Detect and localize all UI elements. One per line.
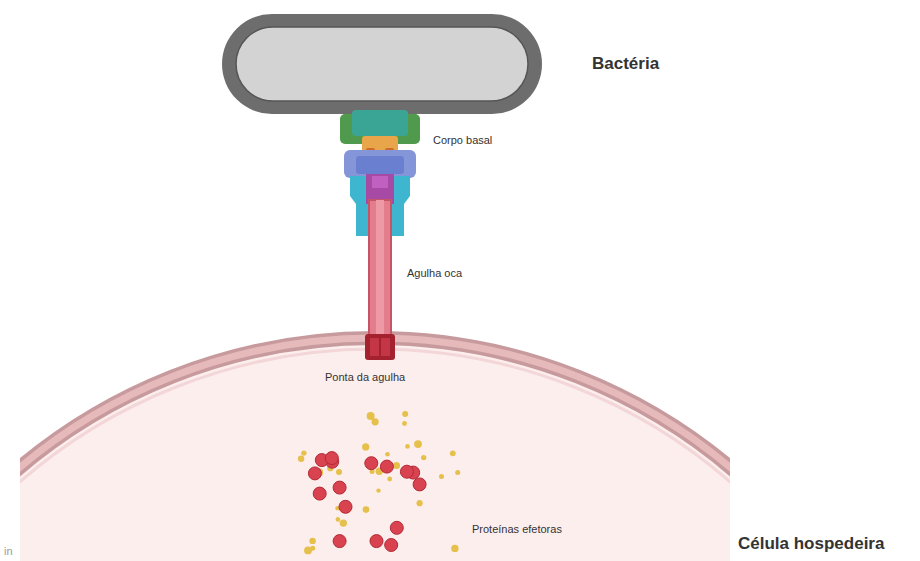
- host-cell-outline: [0, 330, 920, 561]
- effector-protein: [313, 487, 326, 500]
- effector-protein: [380, 460, 393, 473]
- effector-protein: [333, 535, 346, 548]
- effector-protein: [365, 457, 378, 470]
- bacterium: Bactéria: [220, 10, 680, 118]
- small-effector: [336, 517, 341, 522]
- small-effector: [372, 418, 379, 425]
- needle-tip-part: [370, 338, 379, 356]
- hollow-needle: [369, 200, 391, 338]
- small-effector: [417, 500, 423, 506]
- small-effector: [301, 450, 306, 455]
- needle-lumen: [376, 200, 384, 338]
- small-effector: [336, 469, 342, 475]
- small-effector: [387, 477, 392, 482]
- basal-ring-top: [352, 110, 408, 136]
- small-effector: [393, 462, 400, 469]
- needle-socket-inner: [372, 176, 388, 188]
- node-heading: Bactéria: [592, 54, 659, 74]
- small-effector: [340, 519, 347, 526]
- host-cell: Célula hospedeira: [0, 330, 920, 561]
- membrane-inner: [20, 338, 730, 561]
- small-effector: [405, 444, 410, 449]
- small-effector: [298, 456, 304, 462]
- part-label: Proteínas efetoras: [472, 523, 562, 535]
- needle-tip: [365, 334, 395, 360]
- effector-protein: [385, 539, 398, 552]
- effector-protein: [333, 481, 346, 494]
- effector-protein: [308, 467, 321, 480]
- small-effector: [310, 546, 315, 551]
- small-effector: [362, 443, 369, 450]
- effector-protein: [370, 535, 383, 548]
- small-effector: [376, 488, 380, 492]
- host-cell-body: [20, 338, 730, 561]
- small-effector: [455, 470, 460, 475]
- part-label: Corpo basal: [433, 134, 492, 146]
- small-effector: [309, 538, 315, 544]
- small-effector: [402, 421, 407, 426]
- cell-membrane: [20, 338, 730, 561]
- small-effector: [421, 455, 426, 460]
- part-label: Agulha oca: [407, 267, 462, 279]
- effector-protein: [400, 465, 413, 478]
- small-effector: [439, 474, 444, 479]
- small-effector: [402, 411, 408, 417]
- basal-ring-inner-core: [356, 156, 404, 174]
- cytoplasm: [236, 27, 528, 101]
- small-effector: [363, 506, 370, 513]
- small-effector: [451, 545, 458, 552]
- part-label: Ponta da agulha: [325, 371, 405, 383]
- effector-protein: [325, 452, 338, 465]
- node-heading: Célula hospedeira: [738, 534, 884, 554]
- small-effector: [385, 452, 390, 457]
- needle-tip-part: [381, 338, 390, 356]
- basal-ring-inner: [344, 150, 416, 178]
- membrane-line: [20, 349, 730, 561]
- cell-wall: [222, 14, 542, 114]
- effector-protein: [339, 500, 352, 513]
- effector-protein: [390, 521, 403, 534]
- watermark: in: [4, 545, 13, 557]
- small-effector: [414, 440, 422, 448]
- small-effector: [450, 450, 456, 456]
- effector-protein: [413, 478, 426, 491]
